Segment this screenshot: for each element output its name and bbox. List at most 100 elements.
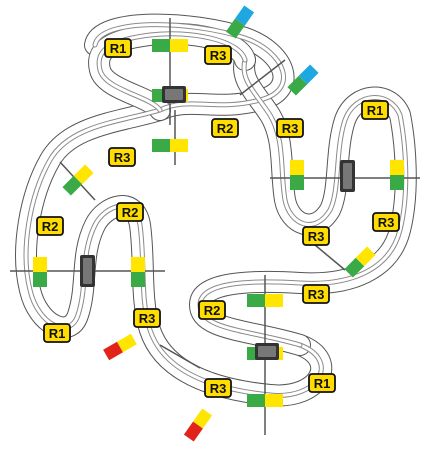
signal-4	[290, 160, 304, 190]
train-roof	[343, 163, 352, 189]
train-2	[340, 160, 355, 192]
signal-aspect-green	[152, 139, 170, 152]
rail-gap-1	[24, 23, 323, 397]
route-label-text: R3	[114, 150, 131, 165]
signal-aspect-yellow	[265, 394, 283, 407]
route-label-box	[116, 202, 144, 222]
signal-8	[247, 294, 283, 307]
route-label-box	[361, 100, 389, 120]
angled-signal-6	[183, 408, 213, 442]
route-label-text: R3	[210, 381, 227, 396]
angled-signal-2	[287, 64, 319, 96]
route-label-text: R2	[122, 205, 139, 220]
route-label-box	[198, 300, 226, 320]
route-label-4: R3	[276, 118, 304, 138]
signal-aspect-yellow	[131, 257, 145, 272]
train-4	[255, 343, 279, 360]
angled-signal-5	[103, 333, 137, 361]
route-label-14: R3	[302, 284, 330, 304]
route-label-text: R1	[110, 41, 127, 56]
route-label-box	[43, 323, 71, 343]
signal-aspect-yellow	[290, 160, 304, 175]
route-label-11: R1	[43, 323, 71, 343]
block-divider-10	[314, 244, 346, 271]
signal-aspect-yellow	[170, 39, 188, 52]
angled-signal-4	[344, 246, 376, 278]
signal-aspect-blue	[298, 64, 319, 85]
route-label-13: R2	[198, 300, 226, 320]
route-label-box	[204, 45, 232, 65]
route-label-1: R1	[104, 38, 132, 58]
angled-signal-1	[225, 5, 255, 39]
route-label-box	[302, 284, 330, 304]
route-label-7: R2	[116, 202, 144, 222]
train-roof	[258, 346, 276, 357]
route-label-10: R3	[372, 212, 400, 232]
track-bed-outline	[15, 13, 417, 407]
route-label-text: R1	[49, 326, 66, 341]
signal-aspect-yellow	[390, 160, 404, 175]
signal-aspect-yellow	[117, 333, 137, 353]
route-label-9: R2	[36, 216, 64, 236]
route-label-box	[104, 38, 132, 58]
route-label-6: R3	[108, 147, 136, 167]
route-label-16: R1	[308, 373, 336, 393]
signal-7	[131, 257, 145, 287]
angled-signal-3	[62, 164, 94, 196]
signal-aspect-yellow	[355, 246, 376, 267]
block-dividers	[10, 18, 420, 435]
route-label-3: R2	[211, 118, 239, 138]
signal-aspect-green	[344, 257, 365, 278]
signal-aspect-green	[225, 18, 245, 39]
train-1	[162, 86, 186, 103]
route-label-12: R3	[133, 308, 161, 328]
signal-aspect-green	[62, 175, 83, 196]
route-label-2: R3	[204, 45, 232, 65]
signal-aspect-red	[103, 341, 123, 361]
signal-aspect-yellow	[33, 257, 47, 272]
signal-5	[390, 160, 404, 190]
signal-aspect-yellow	[73, 164, 94, 185]
signal-aspect-green	[390, 175, 404, 190]
signal-aspect-green	[290, 175, 304, 190]
signal-aspect-green	[33, 272, 47, 287]
signal-aspect-yellow	[170, 139, 188, 152]
signal-10	[247, 394, 283, 407]
signal-aspect-yellow	[265, 294, 283, 307]
rail-gap-2	[198, 58, 408, 347]
trains	[80, 86, 355, 360]
block-divider-6	[159, 344, 201, 369]
signal-aspect-green	[247, 294, 265, 307]
route-label-text: R3	[282, 121, 299, 136]
signal-1	[152, 39, 188, 52]
route-label-text: R3	[308, 287, 325, 302]
route-label-box	[308, 373, 336, 393]
signal-aspect-blue	[235, 5, 255, 26]
signal-2	[152, 139, 188, 152]
route-label-5: R1	[361, 100, 389, 120]
route-label-text: R2	[42, 219, 59, 234]
signal-aspect-green	[247, 394, 265, 407]
route-label-text: R3	[210, 48, 227, 63]
route-label-box	[276, 118, 304, 138]
train-roof	[165, 89, 183, 100]
route-label-box	[204, 378, 232, 398]
route-label-text: R3	[378, 215, 395, 230]
signal-aspect-green	[131, 272, 145, 287]
signal-6	[33, 257, 47, 287]
route-label-text: R1	[367, 103, 384, 118]
train-roof	[83, 258, 92, 284]
block-divider-2	[239, 59, 286, 96]
route-label-box	[133, 308, 161, 328]
route-label-text: R1	[314, 376, 331, 391]
route-label-text: R3	[308, 229, 325, 244]
route-label-box	[108, 147, 136, 167]
route-label-text: R2	[217, 121, 234, 136]
track-rails	[23, 22, 409, 398]
route-label-15: R3	[204, 378, 232, 398]
signal-aspect-red	[183, 421, 203, 442]
route-label-8: R3	[302, 226, 330, 246]
